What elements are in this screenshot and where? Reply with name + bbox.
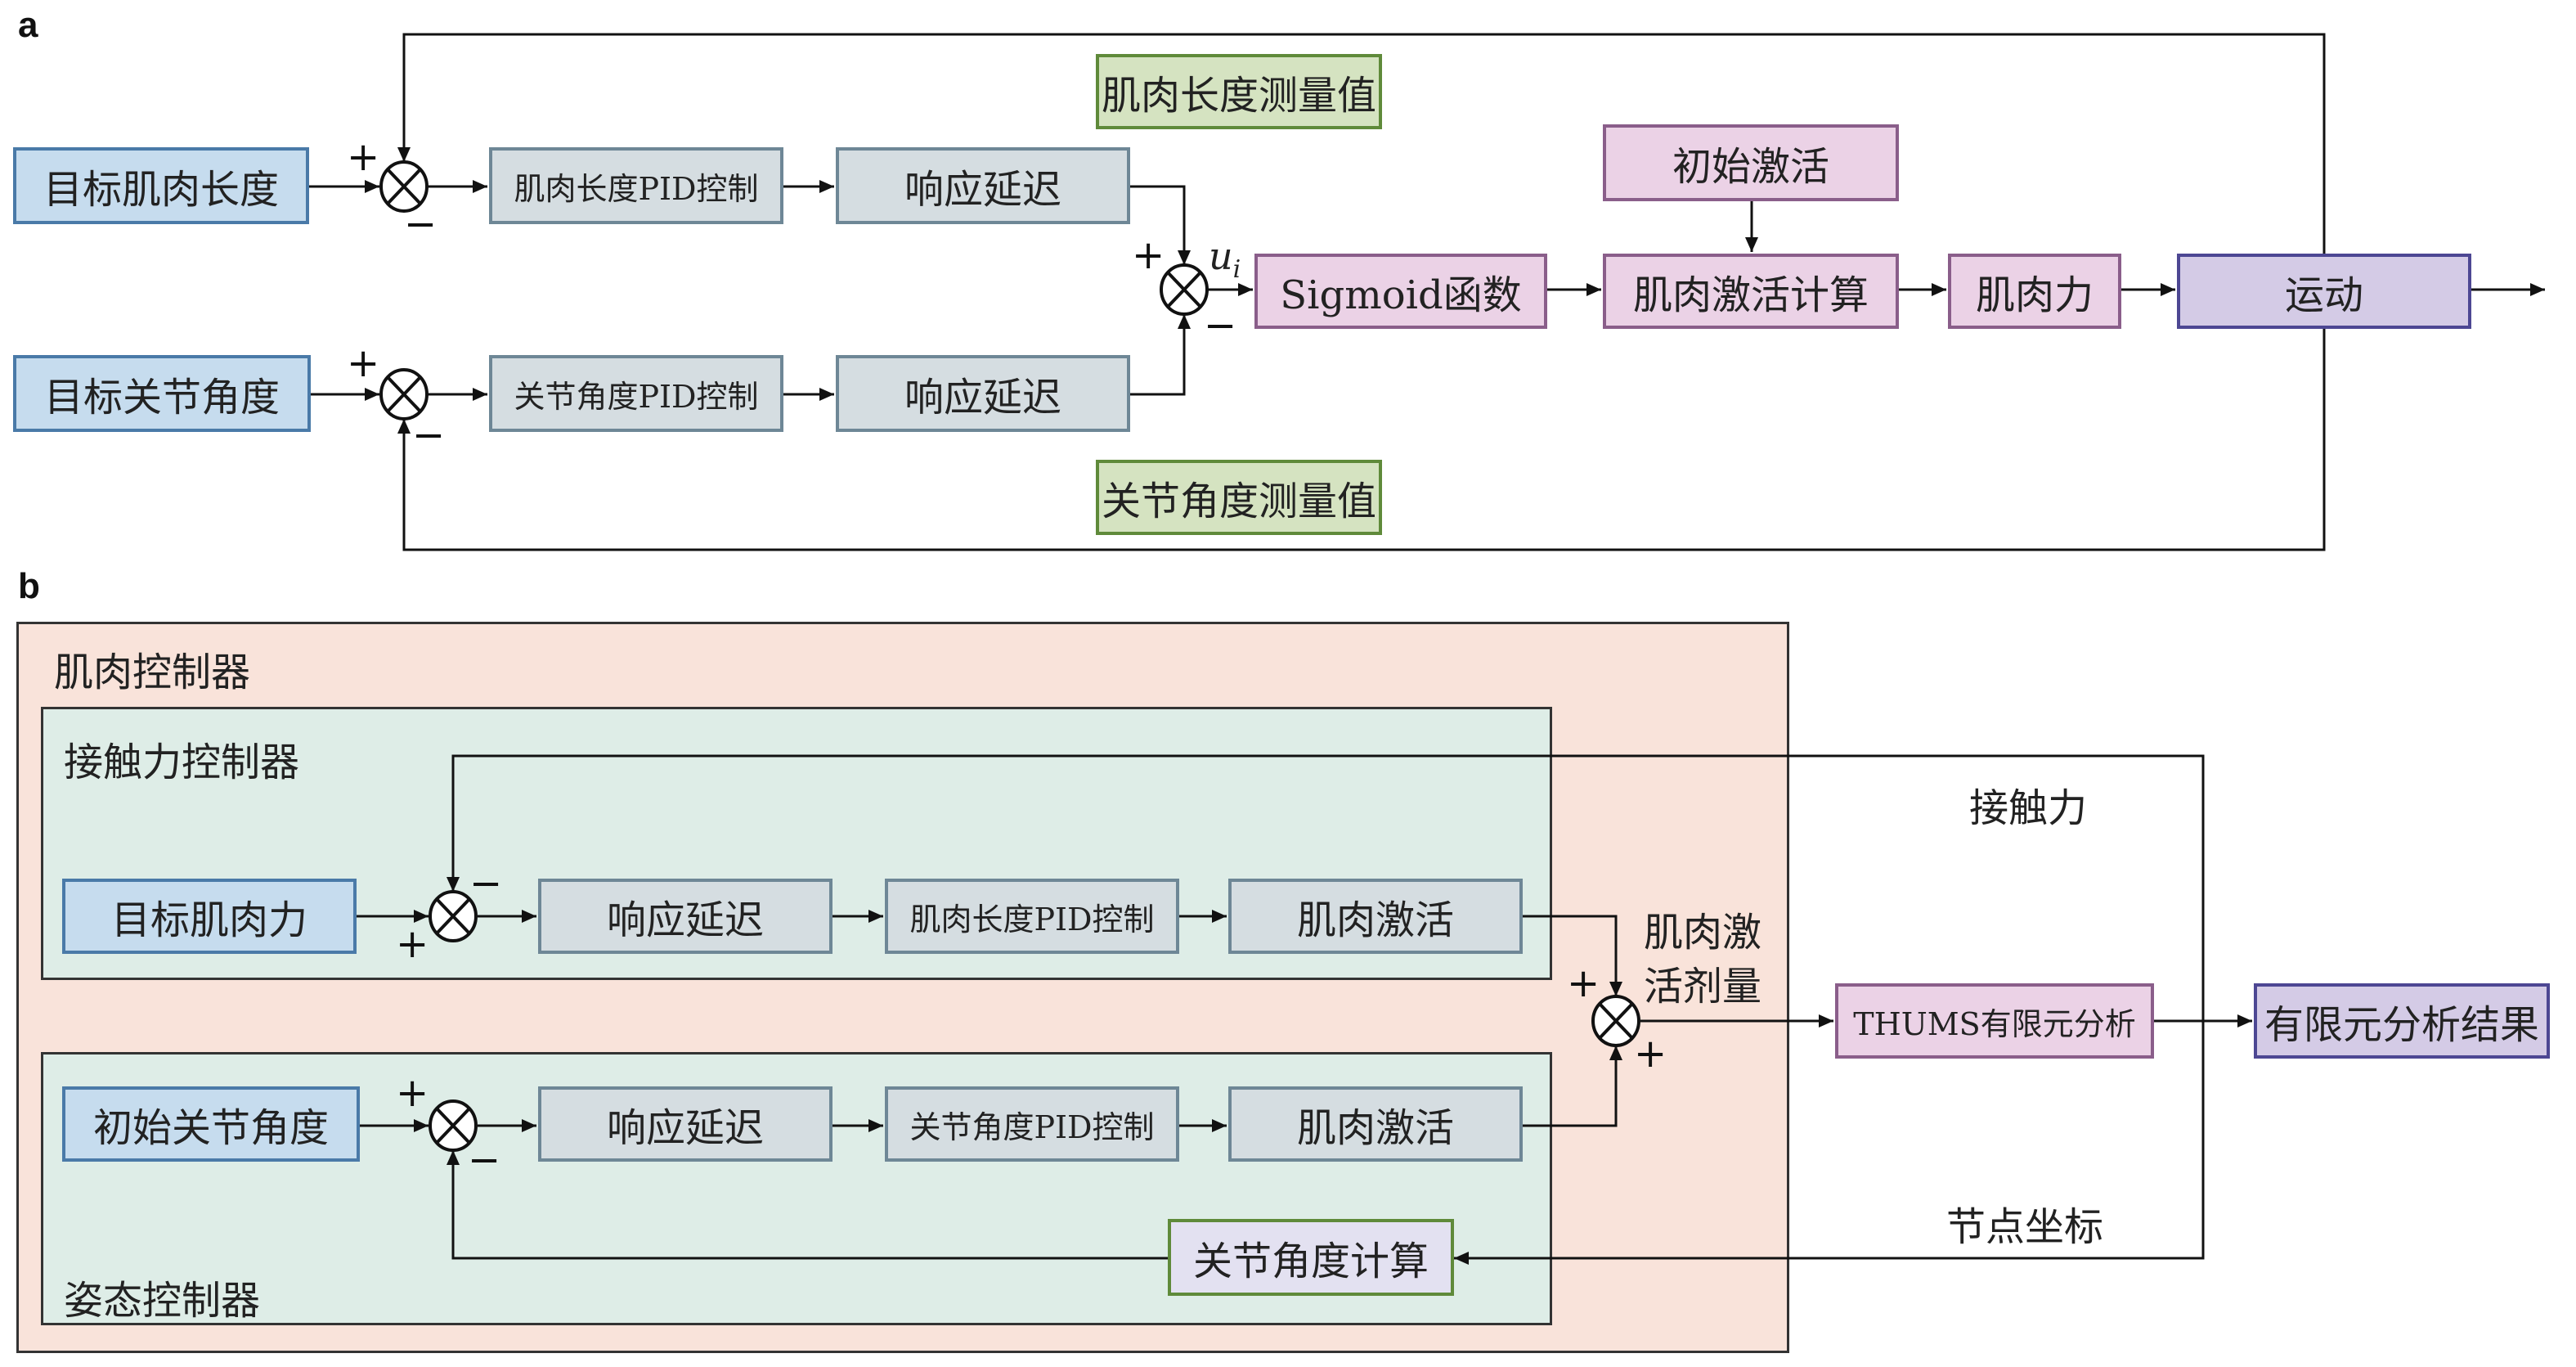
muscle-activation-calc-box: 肌肉激活计算 bbox=[1603, 254, 1899, 329]
sign-plus-a1: + bbox=[347, 134, 380, 180]
ui-label-base: u bbox=[1209, 234, 1233, 278]
target-muscle-length-box: 目标肌肉长度 bbox=[13, 147, 309, 224]
contact-force-label: 接触力 bbox=[1969, 785, 2088, 831]
posture-controller-label: 姿态控制器 bbox=[64, 1278, 261, 1324]
feedback-bottom bbox=[397, 329, 2326, 551]
sign-minus-a1: − bbox=[404, 201, 438, 247]
sign-minus-a3: − bbox=[1204, 303, 1237, 348]
muscle-length-pid-box-b: 肌肉长度PID控制 bbox=[885, 879, 1179, 954]
node-coords-label: 节点坐标 bbox=[1946, 1204, 2104, 1250]
sign-minus-b1: − bbox=[469, 861, 503, 906]
sign-plus-a3: + bbox=[1132, 232, 1165, 278]
joint-angle-pid-box: 关节角度PID控制 bbox=[489, 355, 783, 432]
feedback-top bbox=[397, 33, 2326, 254]
sign-plus-b3-top: + bbox=[1567, 960, 1600, 1006]
muscle-activation-box-b1: 肌肉激活 bbox=[1228, 879, 1523, 954]
ui-label-sub: i bbox=[1232, 255, 1241, 285]
response-delay-box-2: 响应延迟 bbox=[836, 355, 1130, 432]
sign-plus-b3-bottom: + bbox=[1634, 1031, 1667, 1077]
line-delay2-to-sum3 bbox=[1130, 314, 1191, 396]
target-muscle-force-box: 目标肌肉力 bbox=[62, 879, 357, 954]
node-coords-feedback bbox=[1454, 1021, 2205, 1265]
initial-activation-box: 初始激活 bbox=[1603, 124, 1899, 201]
muscle-controller-label: 肌肉控制器 bbox=[54, 650, 251, 695]
initial-joint-angle-box: 初始关节角度 bbox=[62, 1086, 360, 1162]
sign-minus-b2: − bbox=[468, 1137, 501, 1183]
sum-junction-b3 bbox=[1591, 995, 1640, 1047]
panel-label-a: a bbox=[18, 5, 38, 45]
response-delay-box-b1: 响应延迟 bbox=[538, 879, 832, 954]
line-activation2-to-sumb3 bbox=[1523, 1045, 1622, 1127]
response-delay-box-1: 响应延迟 bbox=[836, 147, 1130, 224]
sign-plus-b2: + bbox=[396, 1070, 429, 1116]
muscle-activation-box-b2: 肌肉激活 bbox=[1228, 1086, 1523, 1162]
joint-angle-calc-box: 关节角度计算 bbox=[1168, 1219, 1454, 1296]
sign-plus-a2: + bbox=[347, 340, 380, 386]
contact-controller-label: 接触力控制器 bbox=[64, 740, 300, 785]
activation-dose-label-line2: 活剂量 bbox=[1644, 964, 1762, 1010]
line-activation1-to-sumb3 bbox=[1523, 915, 1622, 996]
sum-junction-a2 bbox=[379, 368, 429, 420]
panel-label-b: b bbox=[18, 566, 40, 606]
activation-dose-label-line1: 肌肉激 bbox=[1644, 910, 1762, 956]
response-delay-box-b2: 响应延迟 bbox=[538, 1086, 832, 1162]
muscle-force-box: 肌肉力 bbox=[1948, 254, 2121, 329]
sum-junction-b2 bbox=[429, 1099, 478, 1152]
sum-junction-b1 bbox=[429, 890, 478, 942]
joint-angle-measurement-box: 关节角度测量值 bbox=[1096, 460, 1382, 535]
muscle-length-pid-box: 肌肉长度PID控制 bbox=[489, 147, 783, 224]
sum-junction-a1 bbox=[379, 160, 429, 213]
sign-minus-a2: − bbox=[412, 412, 446, 458]
fe-result-box: 有限元分析结果 bbox=[2254, 983, 2550, 1059]
line-delay1-to-sum3 bbox=[1130, 185, 1191, 265]
sigmoid-function-box: Sigmoid函数 bbox=[1254, 254, 1547, 329]
muscle-length-measurement-box: 肌肉长度测量值 bbox=[1096, 54, 1382, 129]
target-joint-angle-box: 目标关节角度 bbox=[13, 355, 311, 432]
contact-force-feedback bbox=[447, 754, 2205, 1021]
joint-angle-pid-box-b: 关节角度PID控制 bbox=[885, 1086, 1179, 1162]
joint-angle-feedback bbox=[447, 1150, 1168, 1260]
motion-box: 运动 bbox=[2177, 254, 2471, 329]
ui-label: ui bbox=[1209, 234, 1241, 284]
sign-plus-b1: + bbox=[396, 921, 429, 967]
sum-junction-a3 bbox=[1160, 263, 1209, 316]
thums-fe-analysis-box: THUMS有限元分析 bbox=[1835, 983, 2154, 1059]
